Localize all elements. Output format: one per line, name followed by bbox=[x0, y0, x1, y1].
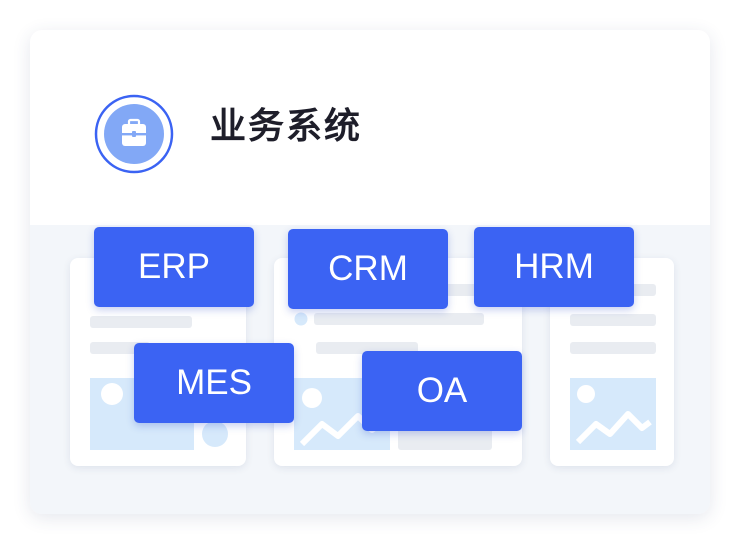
tag-hrm[interactable]: HRM bbox=[474, 227, 634, 307]
image-placeholder-icon bbox=[570, 378, 656, 450]
business-systems-card: 业务系统 bbox=[30, 30, 710, 514]
tag-mes[interactable]: MES bbox=[134, 343, 294, 423]
placeholder-line bbox=[314, 313, 484, 325]
placeholder-line bbox=[570, 342, 656, 354]
dot-icon bbox=[294, 312, 308, 326]
briefcase-icon bbox=[94, 94, 174, 174]
page-title: 业务系统 bbox=[210, 106, 363, 147]
placeholder-line bbox=[90, 316, 192, 328]
placeholder-line bbox=[570, 314, 656, 326]
tag-erp[interactable]: ERP bbox=[94, 227, 254, 307]
tag-crm[interactable]: CRM bbox=[288, 229, 448, 309]
tag-oa[interactable]: OA bbox=[362, 351, 522, 431]
dot-icon bbox=[202, 421, 228, 447]
